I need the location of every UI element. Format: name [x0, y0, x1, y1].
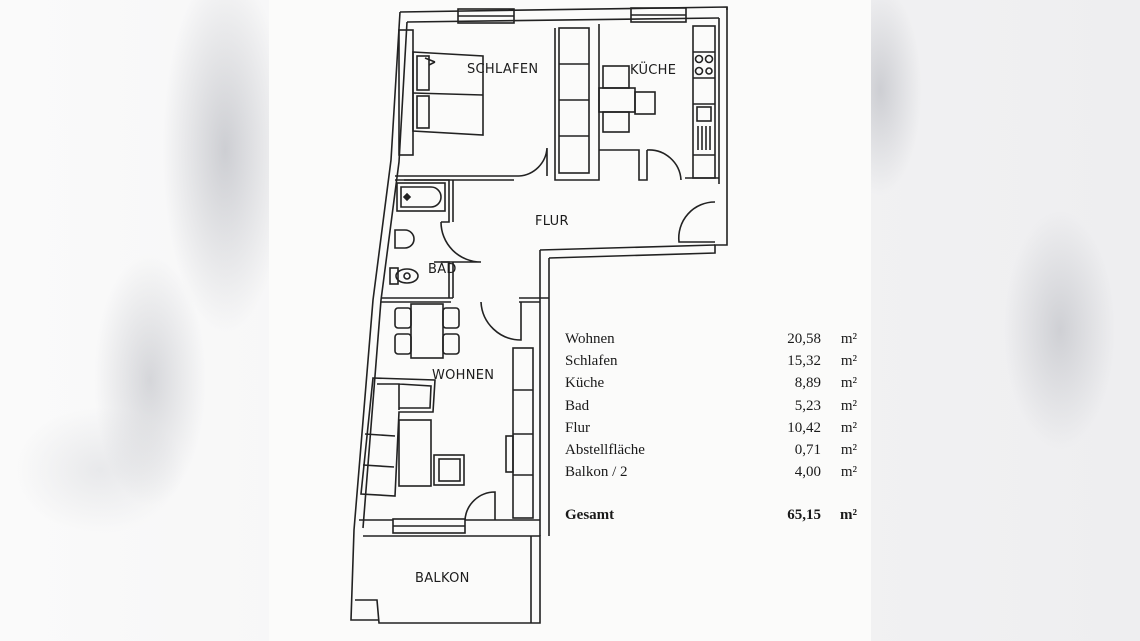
area-name: Balkon / 2	[565, 464, 628, 481]
area-row-flur: Flur 10,42 m²	[565, 417, 857, 439]
bathtub-icon	[396, 182, 446, 212]
total-name: Gesamt	[565, 506, 615, 523]
area-value: 15,32	[787, 352, 821, 369]
room-label-balkon: BALKON	[415, 571, 470, 586]
toilet-icon	[389, 267, 419, 285]
area-unit: m²	[840, 464, 857, 481]
area-unit: m²	[840, 330, 857, 347]
sink-icon	[394, 229, 415, 249]
room-label-wohnen: WOHNEN	[432, 368, 494, 383]
sofa-icon	[360, 377, 465, 497]
area-unit: m²	[840, 352, 857, 369]
kitchen-counter-icon	[692, 25, 716, 179]
area-name: Flur	[565, 419, 591, 436]
area-row-total: Gesamt 65,15 m²	[565, 504, 857, 526]
room-label-kueche: KÜCHE	[630, 61, 676, 78]
floor-plan-document: SCHLAFEN KÜCHE FLUR BAD WOHNEN BALKON Wo…	[269, 0, 871, 641]
outer-walls	[350, 6, 728, 624]
kitchen-table-icon	[598, 65, 656, 133]
area-name: Abstellfläche	[565, 442, 645, 459]
room-label-flur: FLUR	[535, 214, 569, 229]
area-value: 20,58	[787, 330, 821, 347]
area-name: Wohnen	[565, 330, 615, 347]
area-unit: m²	[840, 419, 857, 436]
area-row-kueche: Küche 8,89 m²	[565, 373, 857, 395]
area-value: 5,23	[794, 397, 821, 414]
area-value: 10,42	[787, 419, 821, 436]
interior-walls	[359, 24, 719, 521]
area-value: 0,71	[794, 442, 821, 459]
area-row-bad: Bad 5,23 m²	[565, 395, 857, 417]
area-unit: m²	[840, 442, 857, 459]
area-unit: m²	[840, 397, 857, 414]
bed-icon	[398, 29, 484, 156]
area-row-wohnen: Wohnen 20,58 m²	[565, 328, 857, 350]
room-label-schlafen: SCHLAFEN	[467, 62, 538, 77]
area-name: Küche	[565, 375, 605, 392]
total-value: 65,15	[787, 506, 821, 523]
area-row-balkon: Balkon / 2 4,00 m²	[565, 462, 857, 484]
area-unit: m²	[840, 375, 857, 392]
area-row-schlafen: Schlafen 15,32 m²	[565, 350, 857, 372]
windows	[392, 7, 687, 534]
total-unit: m²	[840, 506, 857, 523]
room-label-bad: BAD	[428, 262, 457, 277]
area-value: 8,89	[794, 375, 821, 392]
area-name: Bad	[565, 397, 590, 414]
door-swings	[440, 147, 716, 521]
cabinet-icon	[505, 347, 534, 519]
floor-plan-drawing: SCHLAFEN KÜCHE FLUR BAD WOHNEN BALKON	[350, 6, 728, 624]
dining-table-icon	[394, 303, 460, 359]
area-row-abstellflaeche: Abstellfläche 0,71 m²	[565, 439, 857, 461]
area-name: Schlafen	[565, 352, 618, 369]
area-table: Wohnen 20,58 m² Schlafen 15,32 m² Küche …	[565, 328, 857, 526]
area-value: 4,00	[794, 464, 821, 481]
